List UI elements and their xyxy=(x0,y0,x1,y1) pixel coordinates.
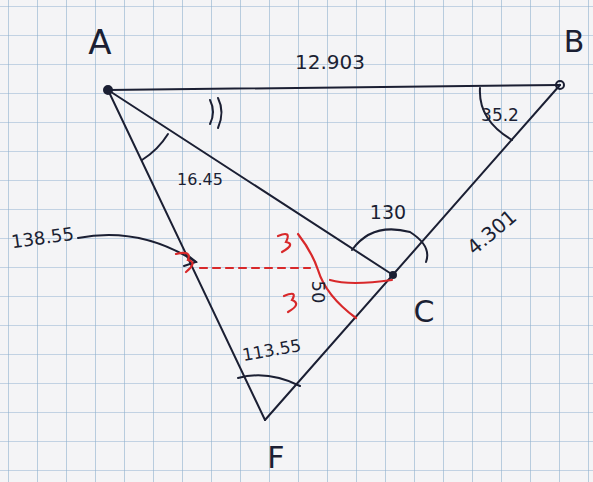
equal-mark xyxy=(278,234,290,252)
vertex-label: B xyxy=(564,27,585,57)
equal-mark xyxy=(284,294,296,312)
angle-arc-red xyxy=(330,280,392,283)
angle-arc xyxy=(218,98,222,128)
length-label: 12.903 xyxy=(295,52,365,72)
vertex-dot xyxy=(390,272,396,278)
leader-line xyxy=(78,235,196,262)
angle-arc xyxy=(142,134,168,160)
side-af xyxy=(108,90,265,420)
angle-arc xyxy=(352,229,427,262)
angle-label: 130 xyxy=(370,203,406,222)
vertex-dot xyxy=(556,81,564,89)
construction-line xyxy=(200,267,310,269)
vertex-label: A xyxy=(88,25,111,59)
vertex-dot xyxy=(104,86,112,94)
angle-arc xyxy=(238,375,300,386)
angle-label: 16.45 xyxy=(177,172,223,188)
vertex-label: F xyxy=(267,443,284,473)
vertex-label: C xyxy=(414,297,435,327)
side-ab xyxy=(108,85,560,90)
angle-arc-red xyxy=(298,234,356,318)
angle-arc xyxy=(210,100,213,124)
segment-ac xyxy=(108,90,393,275)
angle-label: 35.2 xyxy=(481,107,519,124)
side-bf xyxy=(265,85,560,420)
angle-label: 50 xyxy=(309,281,327,304)
equal-mark xyxy=(176,253,193,272)
